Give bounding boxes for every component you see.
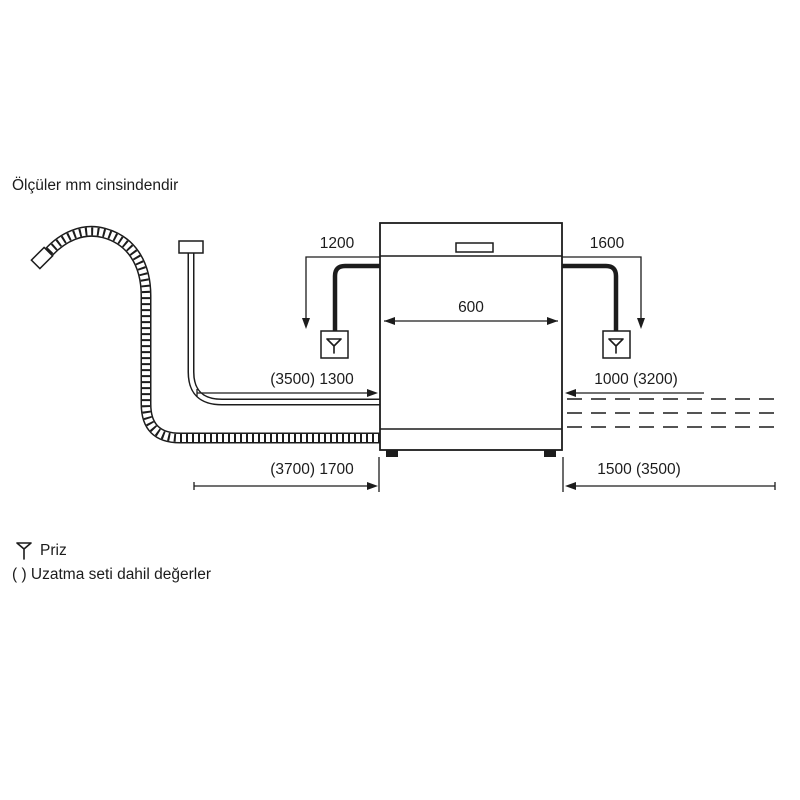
socket-icon — [16, 542, 32, 560]
arrow-left-icon — [384, 317, 395, 325]
dimension-label: (3500) 1300 — [270, 371, 354, 388]
foot-right — [544, 450, 556, 457]
dimension-appliance-width: 600 — [384, 299, 558, 325]
dimension-right-socket-height: 1600 — [562, 235, 645, 329]
foot-left — [386, 450, 398, 457]
socket-icon-right — [602, 330, 631, 359]
diagram-title: Ölçüler mm cinsindendir — [12, 176, 178, 194]
control-display — [455, 242, 494, 253]
arrow-right-icon — [367, 389, 378, 397]
dimension-label: 1500 (3500) — [597, 461, 681, 478]
dimension-label: 1000 (3200) — [594, 371, 678, 388]
dimension-label: 1200 — [320, 235, 355, 252]
legend-extension-note: ( ) Uzatma seti dahil değerler — [12, 566, 211, 583]
dimension-upper-left: (3500) 1300 — [196, 371, 378, 397]
dimension-left-socket-height: 1200 — [302, 235, 380, 329]
dimension-label: 600 — [458, 299, 484, 316]
arrow-left-icon — [565, 389, 576, 397]
inlet-hose — [178, 240, 380, 406]
drain-hose-end-fitting — [30, 246, 54, 270]
dishwasher-front-view — [379, 222, 563, 457]
arrow-down-icon — [637, 318, 645, 329]
power-cord-right — [562, 263, 619, 331]
arrow-down-icon — [302, 318, 310, 329]
dimension-lower-right: 1500 (3500) — [562, 457, 776, 492]
dishwasher-body — [379, 222, 563, 451]
extension-dashed-lines — [567, 398, 778, 428]
dimension-lower-left: (3700) 1700 — [193, 457, 380, 492]
arrow-right-icon — [547, 317, 558, 325]
drain-hose — [30, 225, 380, 444]
dimension-label: (3700) 1700 — [270, 461, 354, 478]
legend: Priz ( ) Uzatma seti dahil değerler — [12, 542, 211, 583]
dimension-upper-right: 1000 (3200) — [565, 371, 704, 397]
legend-socket-label: Priz — [40, 542, 67, 559]
arrow-right-icon — [367, 482, 378, 490]
power-cord-left — [332, 263, 380, 331]
tap-connector-icon — [178, 240, 204, 254]
arrow-left-icon — [565, 482, 576, 490]
dimension-label: 1600 — [590, 235, 625, 252]
socket-icon-left — [320, 330, 349, 359]
